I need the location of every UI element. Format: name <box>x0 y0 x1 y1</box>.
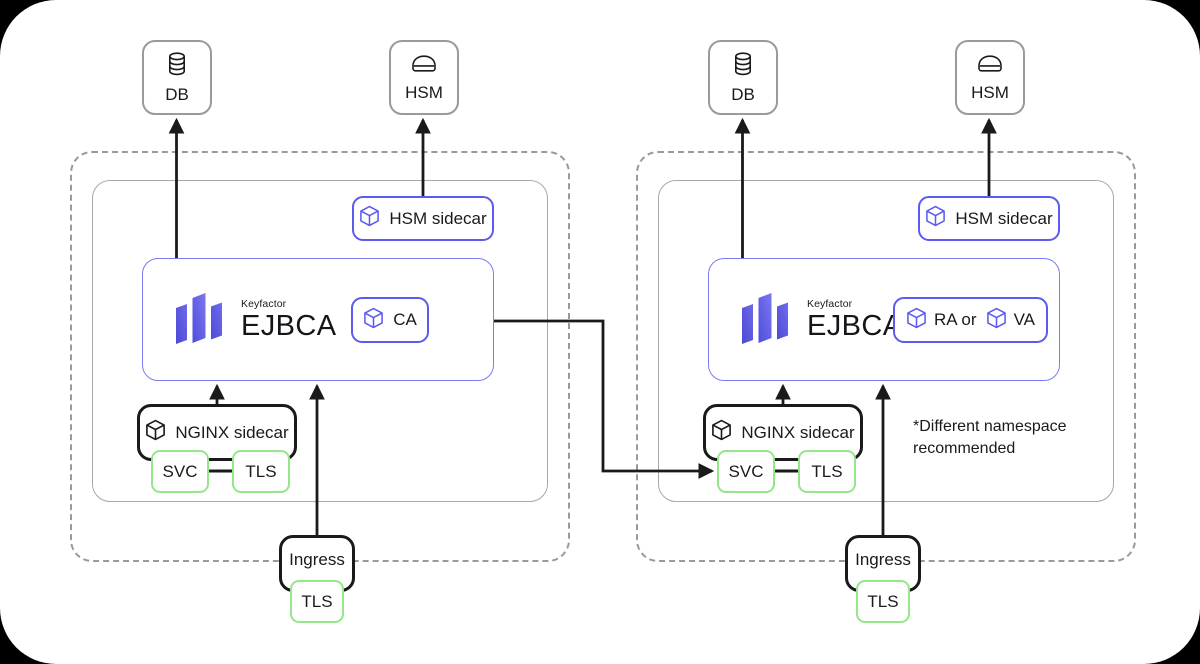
nginx-sidecar-label: NGINX sidecar <box>741 422 855 442</box>
role-badge-ra-va-right[interactable]: RA or VA <box>893 297 1048 343</box>
tls-label: TLS <box>811 461 843 481</box>
ingress-tls-box-left[interactable]: TLS <box>290 580 344 623</box>
hsm-appliance-icon <box>411 54 437 79</box>
external-node-db-right[interactable]: DB <box>708 40 778 115</box>
ingress-label: Ingress <box>289 549 345 569</box>
hsm-appliance-icon <box>977 54 1003 79</box>
svc-label: SVC <box>728 461 764 481</box>
external-node-label: HSM <box>971 83 1009 102</box>
tls-label: TLS <box>245 461 277 481</box>
brand-superlabel: Keyfactor <box>241 297 287 310</box>
svc-label: SVC <box>162 461 198 481</box>
hsm-sidecar-left[interactable]: HSM sidecar <box>352 196 494 241</box>
ejbca-brand-lockup-left: Keyfactor EJBCA <box>175 291 336 349</box>
external-node-db-left[interactable]: DB <box>142 40 212 115</box>
ingress-tls-box-right[interactable]: TLS <box>856 580 910 623</box>
hsm-sidecar-label: HSM sidecar <box>955 208 1053 228</box>
hsm-sidecar-label: HSM sidecar <box>389 208 487 228</box>
svc-box-right[interactable]: SVC <box>717 450 775 493</box>
keyfactor-logo-icon <box>741 291 793 349</box>
role-badge-ca-left[interactable]: CA <box>351 297 429 343</box>
cube-icon <box>145 419 166 446</box>
namespace-note: *Different namespace recommended <box>913 418 1067 457</box>
tls-box-left[interactable]: TLS <box>232 450 290 493</box>
cube-icon <box>906 307 927 334</box>
external-node-label: HSM <box>405 83 443 102</box>
database-icon <box>167 52 187 81</box>
role-badge-ra-label: RA or <box>934 310 977 329</box>
role-badge-label: CA <box>393 310 417 329</box>
brand-superlabel: Keyfactor <box>807 297 853 310</box>
brand-name: EJBCA <box>807 310 903 343</box>
ingress-label: Ingress <box>855 549 911 569</box>
ejbca-brand-lockup-right: Keyfactor EJBCA <box>741 291 902 349</box>
ejbca-app-box-left[interactable]: Keyfactor EJBCA CA <box>142 258 494 381</box>
external-node-label: DB <box>165 85 189 104</box>
nginx-sidecar-label: NGINX sidecar <box>175 422 289 442</box>
cube-icon <box>925 205 946 232</box>
tls-label: TLS <box>301 591 333 611</box>
ejbca-app-box-right[interactable]: Keyfactor EJBCA RA or VA <box>708 258 1060 381</box>
keyfactor-logo-icon <box>175 291 227 349</box>
external-node-label: DB <box>731 85 755 104</box>
external-node-hsm-right[interactable]: HSM <box>955 40 1025 115</box>
hsm-sidecar-right[interactable]: HSM sidecar <box>918 196 1060 241</box>
external-node-hsm-left[interactable]: HSM <box>389 40 459 115</box>
tls-label: TLS <box>867 591 899 611</box>
database-icon <box>733 52 753 81</box>
svc-box-left[interactable]: SVC <box>151 450 209 493</box>
brand-name: EJBCA <box>241 310 337 343</box>
cube-icon <box>986 307 1007 334</box>
cube-icon <box>363 307 384 334</box>
tls-box-right[interactable]: TLS <box>798 450 856 493</box>
cube-icon <box>711 419 732 446</box>
role-badge-va-label: VA <box>1013 310 1035 329</box>
cube-icon <box>359 205 380 232</box>
